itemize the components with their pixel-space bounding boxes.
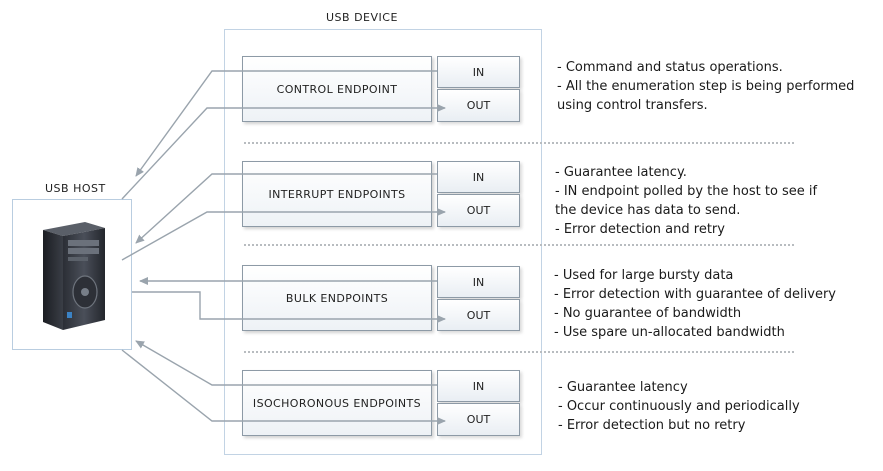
usb-host-title: USB HOST <box>45 182 106 195</box>
isochronous-out-port: OUT <box>437 403 520 436</box>
note-line: - Error detection but no retry <box>558 418 746 433</box>
interrupt-in-port: IN <box>437 161 520 193</box>
control-out-arrow <box>121 104 446 200</box>
note-line: - Error detection with guarantee of deli… <box>554 287 836 302</box>
separator-line <box>244 142 794 144</box>
note-line: - Command and status operations. <box>557 60 783 75</box>
control-in-arrow <box>135 70 437 177</box>
separator-line <box>244 351 794 353</box>
control-in-port: IN <box>437 56 520 88</box>
control-out-port: OUT <box>437 89 520 122</box>
bulk-out-arrow <box>132 291 446 323</box>
note-line: - All the enumeration step is being perf… <box>557 79 855 94</box>
isochronous-endpoints-notes: - Guarantee latency - Occur continuously… <box>558 378 800 435</box>
note-line: - Occur continuously and periodically <box>558 399 800 414</box>
separator-line <box>244 244 794 246</box>
note-line: the device has data to send. <box>555 203 741 218</box>
isochronous-endpoints-box: ISOCHORONOUS ENDPOINTS <box>242 370 432 436</box>
note-line: - Guarantee latency. <box>555 165 687 180</box>
note-line: - Use spare un-allocated bandwidth <box>554 325 785 340</box>
note-line: - Error detection and retry <box>555 222 725 237</box>
interrupt-endpoints-notes: - Guarantee latency. - IN endpoint polle… <box>555 163 817 239</box>
control-endpoint-box: CONTROL ENDPOINT <box>242 56 432 122</box>
note-line: using control transfers. <box>557 98 708 113</box>
isochronous-in-arrow <box>135 340 437 386</box>
bulk-endpoints-box: BULK ENDPOINTS <box>242 265 432 331</box>
note-line: - Used for large bursty data <box>554 268 734 283</box>
note-line: - No guarantee of bandwidth <box>554 306 742 321</box>
interrupt-in-arrow <box>135 173 437 244</box>
usb-host-box <box>12 199 132 350</box>
interrupt-endpoints-box: INTERRUPT ENDPOINTS <box>242 161 432 227</box>
control-endpoint-notes: - Command and status operations. - All t… <box>557 58 854 115</box>
note-line: - IN endpoint polled by the host to see … <box>555 184 818 199</box>
usb-device-title: USB DEVICE <box>326 11 398 24</box>
bulk-out-port: OUT <box>437 299 520 331</box>
isochronous-in-port: IN <box>437 370 520 402</box>
bulk-in-port: IN <box>437 266 520 298</box>
bulk-endpoints-notes: - Used for large bursty data - Error det… <box>554 266 836 342</box>
desktop-tower-computer-icon <box>43 222 105 330</box>
note-line: - Guarantee latency <box>558 380 688 395</box>
interrupt-out-port: OUT <box>437 194 520 227</box>
isochronous-out-arrow <box>121 349 446 425</box>
interrupt-out-arrow <box>121 208 446 261</box>
